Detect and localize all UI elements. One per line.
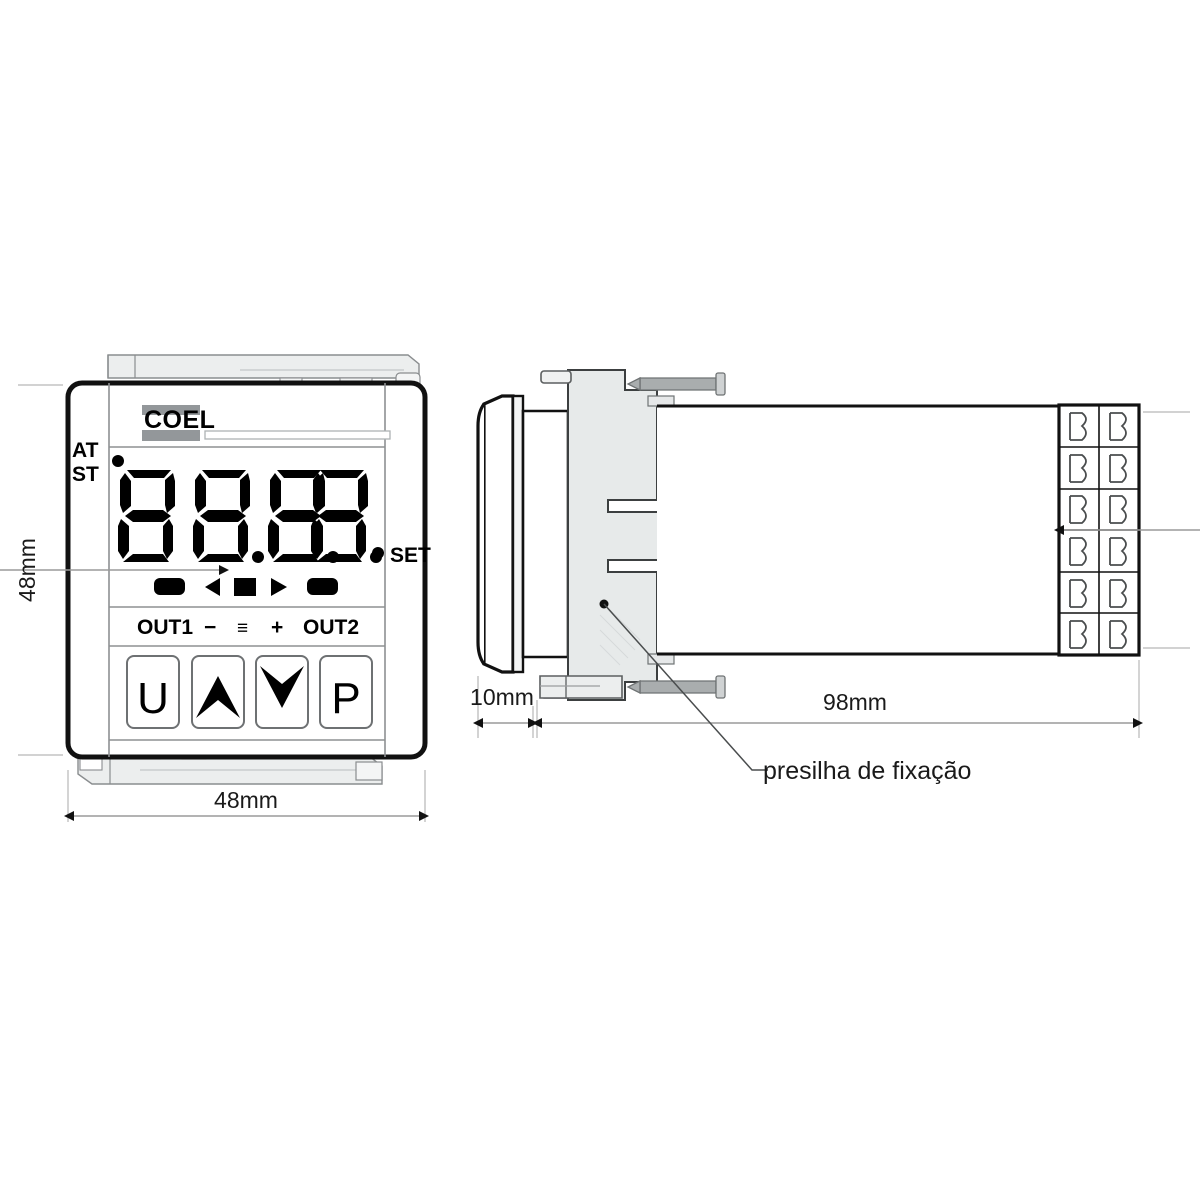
front-height-dimension: 48mm (0, 384, 229, 756)
bezel-depth-value: 10mm (470, 684, 534, 710)
down-button[interactable] (255, 655, 309, 729)
clip-callout-text: presilha de fixação (763, 757, 971, 785)
u-button-label: U (137, 674, 169, 723)
indicator-label-row: OUT1 − ≡ + OUT2 (137, 616, 359, 639)
p-button-label: P (331, 674, 360, 723)
up-arrow-icon (196, 676, 240, 718)
up-button[interactable] (191, 655, 245, 729)
indicator-label-bars: ≡ (237, 618, 248, 639)
out2-indicator-icon (307, 578, 338, 595)
indicator-label-out1: OUT1 (137, 616, 193, 639)
status-label-at: AT (72, 439, 99, 462)
out1-indicator-icon (154, 578, 185, 595)
status-led-indicator (112, 455, 124, 467)
callout-leader-line (603, 603, 768, 771)
side-bezel-step (521, 409, 570, 659)
mounting-screw-top (626, 372, 726, 396)
bracket-tab-top (540, 370, 572, 384)
right-triangle-icon (271, 578, 287, 596)
square-icon (234, 578, 256, 596)
left-triangle-icon (205, 578, 220, 596)
indicator-label-out2: OUT2 (303, 616, 359, 639)
indicator-label-plus: + (271, 616, 283, 639)
indicator-icon-row (154, 578, 338, 596)
decimal-point-2 (252, 551, 264, 563)
side-bezel (476, 394, 525, 674)
decimal-point-4 (370, 551, 382, 563)
keypad: U P (126, 655, 373, 729)
down-arrow-icon (260, 666, 304, 708)
brand-text: COEL (144, 406, 215, 434)
u-button[interactable]: U (126, 655, 180, 729)
status-label-st: ST (72, 463, 99, 486)
front-width-value: 48mm (214, 787, 278, 813)
front-height-value: 48mm (14, 538, 40, 602)
mounting-bracket (539, 369, 681, 701)
p-button[interactable]: P (319, 655, 373, 729)
body-depth-value: 98mm (823, 689, 887, 715)
controller-body (657, 404, 1061, 656)
seven-segment-display (118, 470, 382, 563)
setpoint-label: SET (390, 544, 431, 567)
terminal-height-dimension: 45mm (1054, 411, 1200, 649)
front-view: COEL AT ST SET (65, 354, 431, 785)
clip-callout: presilha de fixação (599, 599, 971, 785)
indicator-label-minus: − (204, 616, 216, 639)
body-depth-dimension: 98mm (532, 660, 1143, 738)
brand-logo: COEL (142, 405, 391, 441)
front-width-dimension: 48mm (64, 770, 429, 822)
side-view (476, 369, 1141, 701)
